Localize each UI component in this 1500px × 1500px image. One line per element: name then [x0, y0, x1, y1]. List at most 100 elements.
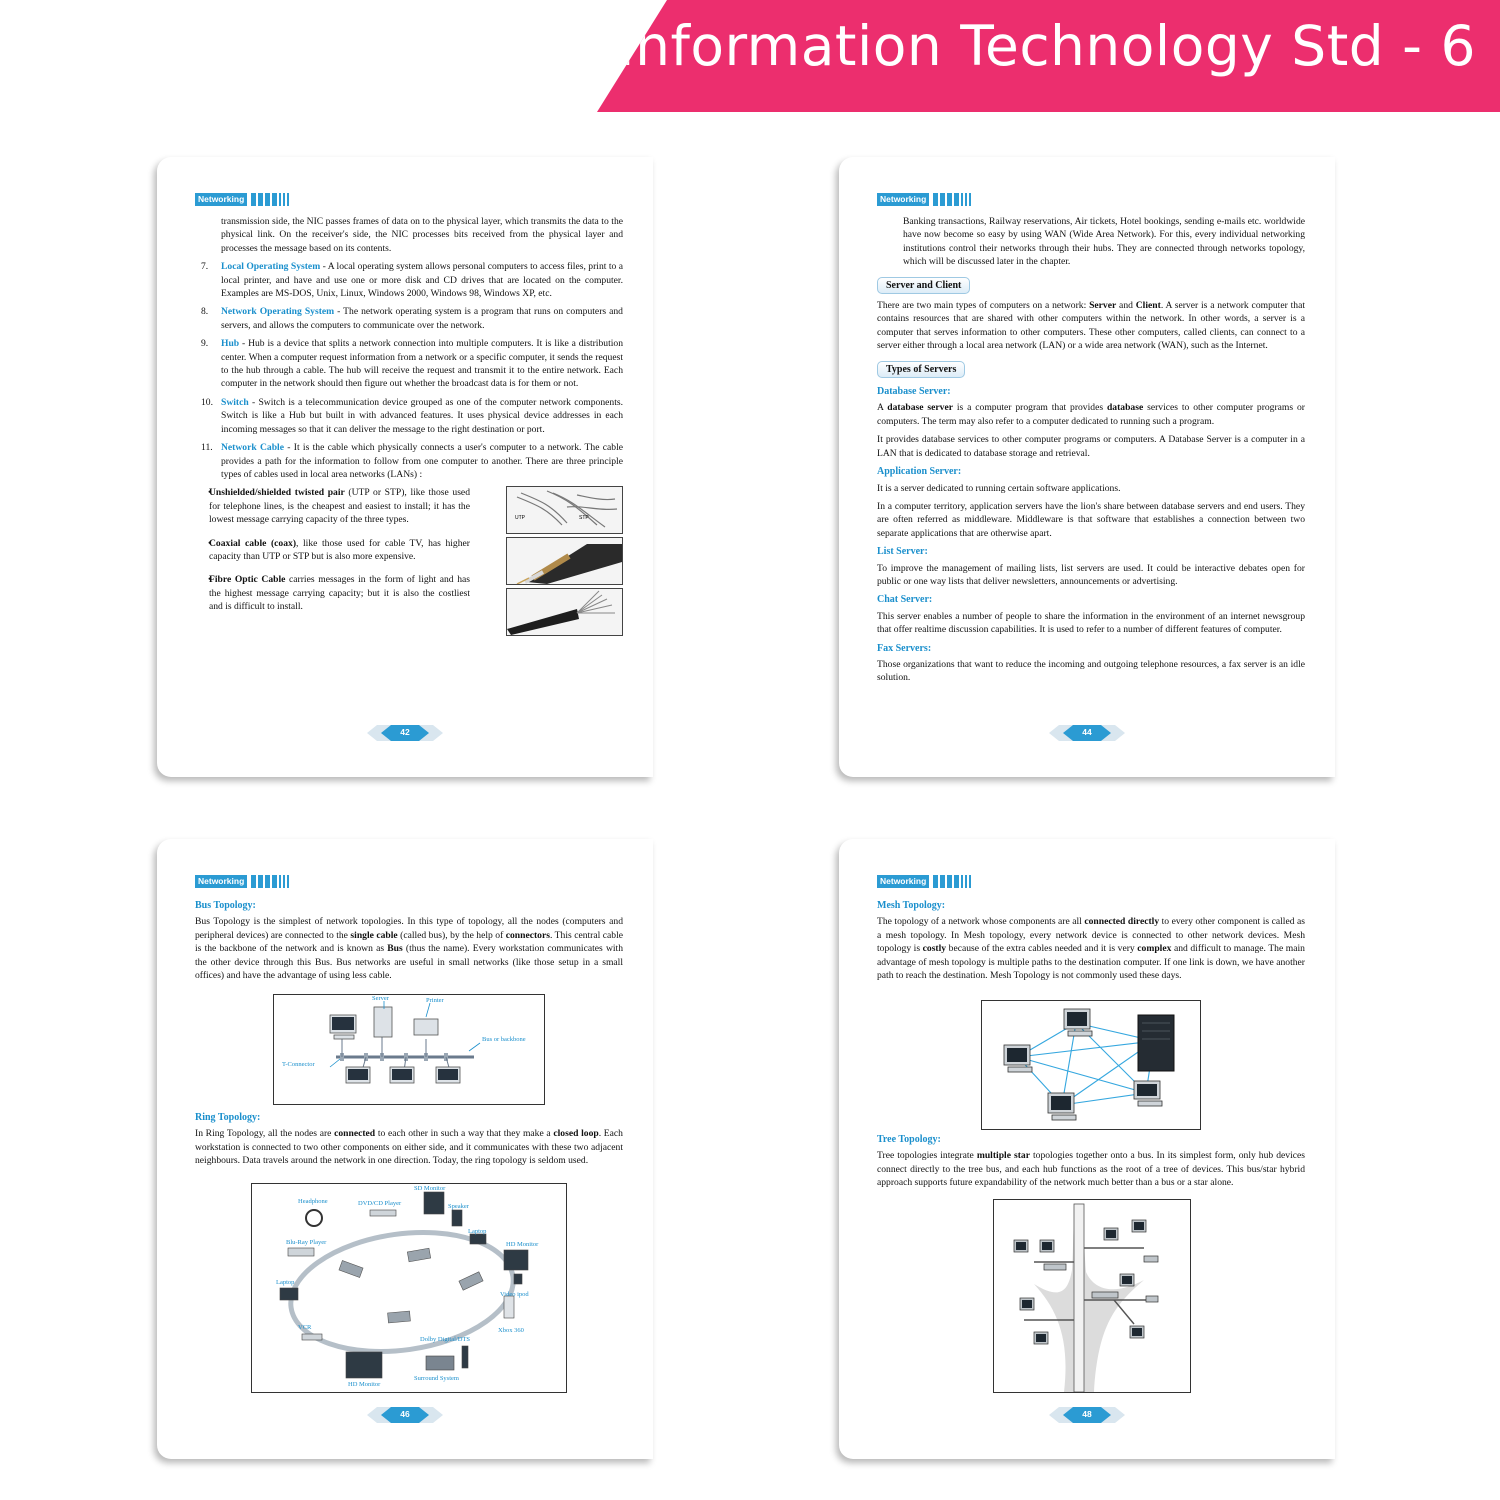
speaker-label: Speaker	[448, 1203, 469, 1210]
hd-monitor-label: HD Monitor	[348, 1381, 381, 1388]
item-term: Hub	[221, 338, 240, 350]
section-tag: Networking	[195, 193, 291, 206]
section-tag: Networking	[195, 875, 291, 888]
item-number: 8.	[201, 306, 209, 318]
tree-section: Tree Topology: Tree topologies integrate…	[877, 1131, 1305, 1195]
vcr-label: VCR	[298, 1324, 312, 1331]
types-of-servers-heading: Types of Servers	[877, 360, 966, 379]
tag-bars-icon	[251, 875, 291, 888]
xbox-label: Xbox 360	[498, 1327, 524, 1334]
banner-title: Information Technology Std - 6	[618, 14, 1476, 78]
utp-label: UTP	[515, 515, 526, 521]
page-number: 48	[1082, 1409, 1092, 1419]
section-tag-label: Networking	[195, 875, 248, 888]
list-server-paragraph: To improve the management of mailing lis…	[877, 562, 1305, 587]
mesh-topology-paragraph: The topology of a network whose componen…	[877, 916, 1305, 982]
intro-paragraph: Banking transactions, Railway reservatio…	[903, 216, 1305, 268]
page-48: Networking Mesh Topology: The topology o…	[839, 839, 1335, 1459]
ring-topology-paragraph: In Ring Topology, all the nodes are conn…	[195, 1128, 623, 1167]
server-client-heading: Server and Client	[877, 276, 971, 295]
application-server-paragraph-1: It is a server dedicated to running cert…	[877, 482, 1121, 494]
t-connector-label: T-Connector	[282, 1061, 315, 1068]
page-number: 44	[1082, 727, 1092, 737]
surround-label: Surround System	[414, 1375, 459, 1382]
stp-label: STP	[579, 515, 589, 521]
title-banner: Information Technology Std - 6	[597, 0, 1500, 112]
item-text: - The network operating system is a prog…	[221, 306, 623, 331]
page-content: Bus Topology: Bus Topology is the simple…	[195, 897, 623, 987]
bullet-text: , like those used for cable TV, has high…	[209, 537, 470, 562]
bullet-text: (UTP or STP), like those used for teleph…	[209, 487, 470, 526]
page-content: transmission side, the NIC passes frames…	[195, 215, 623, 637]
laptop-label: Laptop	[468, 1228, 487, 1235]
bullet-term: Coaxial cable (coax)	[209, 537, 297, 549]
dolby-label: Dolby Digital/DTS	[420, 1336, 471, 1343]
page-46: Networking Bus Topology: Bus Topology is…	[157, 839, 653, 1459]
ring-topology-heading: Ring Topology:	[195, 1112, 261, 1123]
list-server-heading: List Server:	[877, 546, 928, 558]
bullet-term: Unshielded/shielded twisted pair	[209, 487, 345, 499]
page-42: Networking transmission side, the NIC pa…	[157, 157, 653, 777]
item-term: Network Operating System	[221, 306, 335, 318]
section-tag-label: Networking	[195, 193, 248, 206]
page-number-badge: 44	[1049, 725, 1125, 741]
item-term: Local Operating System	[221, 261, 321, 273]
item-text: - Switch is a telecommunication device g…	[221, 396, 623, 435]
dvd-label: DVD/CD Player	[358, 1200, 402, 1207]
page-number-badge: 42	[367, 725, 443, 741]
server-label: Server	[372, 995, 389, 1002]
intro-paragraph: transmission side, the NIC passes frames…	[221, 216, 623, 254]
application-server-heading: Application Server:	[877, 466, 962, 478]
server-client-paragraph: There are two main types of computers on…	[877, 300, 1305, 352]
item-text: - Hub is a device that splits a network …	[221, 338, 623, 390]
tag-bars-icon	[251, 193, 291, 206]
fibre-optic-cable-image	[506, 588, 623, 637]
item-term: Switch	[221, 396, 249, 408]
laptop-label: Laptop	[276, 1279, 295, 1286]
fax-servers-heading: Fax Servers:	[877, 642, 932, 654]
tree-topology-paragraph: Tree topologies integrate multiple star …	[877, 1150, 1305, 1189]
item-number: 9.	[201, 338, 209, 350]
bullet-fibre: •Fibre Optic Cable carries messages in t…	[208, 574, 471, 613]
database-server-heading: Database Server:	[877, 386, 951, 398]
hd-monitor-label: HD Monitor	[506, 1241, 539, 1248]
tag-bars-icon	[933, 875, 973, 888]
bus-label: Bus or backbone	[482, 1036, 526, 1043]
bullet-text: carries messages in the form of light an…	[209, 574, 471, 613]
page-number-badge: 46	[367, 1407, 443, 1423]
list-item: 7. Local Operating System - A local oper…	[195, 260, 623, 300]
page-number: 46	[400, 1409, 410, 1419]
video-ipod-label: Video ipod	[500, 1291, 529, 1298]
section-tag: Networking	[877, 193, 973, 206]
sd-monitor-label: SD Monitor	[414, 1185, 446, 1192]
bus-topology-heading: Bus Topology:	[195, 900, 256, 911]
page-number: 42	[400, 727, 410, 737]
list-item: 10. Switch - Switch is a telecommunicati…	[195, 396, 623, 436]
item-number: 10.	[201, 396, 213, 408]
item-term: Network Cable	[221, 442, 284, 454]
list-item: 8. Network Operating System - The networ…	[195, 305, 623, 332]
item-number: 7.	[201, 261, 209, 273]
printer-label: Printer	[426, 997, 444, 1004]
database-server-paragraph-1: A database server is a computer program …	[877, 402, 1305, 427]
tree-topology-heading: Tree Topology:	[877, 1134, 941, 1145]
database-server-paragraph-2: It provides database services to other c…	[877, 434, 1305, 459]
cable-bullets: •Unshielded/shielded twisted pair (UTP o…	[195, 486, 623, 637]
mesh-topology-heading: Mesh Topology:	[877, 900, 946, 911]
chat-server-heading: Chat Server:	[877, 594, 933, 606]
twisted-pair-cable-image: UTP STP	[506, 486, 623, 535]
list-item: 9. Hub - Hub is a device that splits a n…	[195, 337, 623, 391]
blu-ray-label: Blu-Ray Player	[286, 1239, 327, 1246]
headphone-label: Headphone	[298, 1198, 328, 1205]
tag-bars-icon	[933, 193, 973, 206]
section-tag: Networking	[877, 875, 973, 888]
application-server-paragraph-2: In a computer territory, application ser…	[877, 500, 1305, 539]
ring-section: Ring Topology: In Ring Topology, all the…	[195, 1109, 623, 1173]
item-number: 11.	[201, 442, 213, 454]
page-44: Networking Banking transactions, Railway…	[839, 157, 1335, 777]
item-text: - It is the cable which physically conne…	[221, 442, 623, 480]
bullet-term: Fibre Optic Cable	[209, 574, 286, 586]
bullet-coax: •Coaxial cable (coax), like those used f…	[208, 537, 470, 562]
coaxial-cable-image	[506, 537, 623, 586]
bus-topology-paragraph: Bus Topology is the simplest of network …	[195, 916, 623, 982]
